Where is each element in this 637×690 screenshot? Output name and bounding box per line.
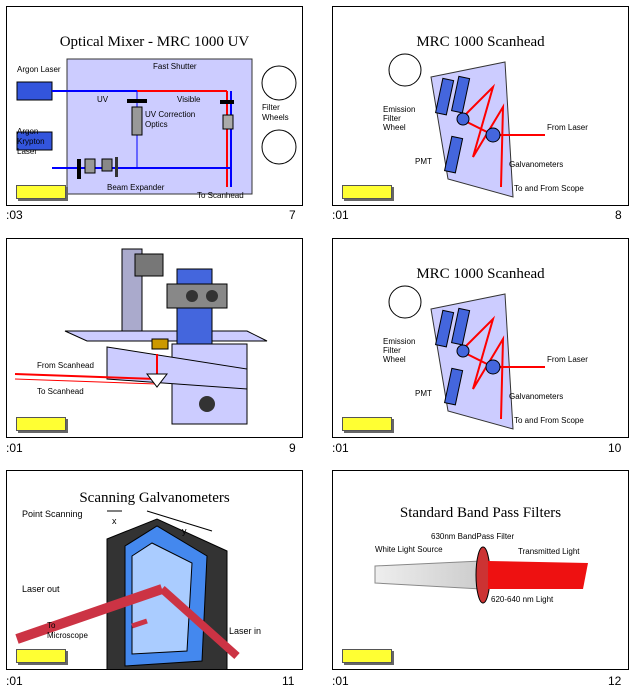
- argon-laser-label: Argon Laser: [17, 65, 61, 74]
- wheel-label: Wheel: [383, 123, 406, 132]
- company-logo: [342, 649, 392, 663]
- company-logo: [16, 185, 66, 199]
- transmitted-light-label: Transmitted Light: [518, 547, 580, 556]
- to-scanhead-label: To Scanhead: [37, 387, 84, 396]
- company-logo: [342, 185, 392, 199]
- slide-left-number: :01: [332, 208, 349, 222]
- optical-mixer-diagram: [16, 58, 297, 195]
- from-laser-label: From Laser: [547, 123, 588, 132]
- bandpass-diagram: [374, 546, 588, 604]
- argon-krypton-label: Argon-: [17, 127, 42, 136]
- slide-page-number: 10: [608, 441, 622, 455]
- company-logo: [16, 417, 66, 431]
- slide-left-number: :01: [6, 674, 23, 688]
- to-from-scope-label: To and From Scope: [514, 184, 584, 193]
- fast-shutter-label: Fast Shutter: [153, 62, 197, 71]
- optics-label: Optics: [145, 120, 168, 129]
- filter-label: Filter: [383, 114, 401, 123]
- wheel-label: Wheel: [383, 355, 406, 364]
- slide-microscope[interactable]: From Scanhead To Scanhead: [6, 238, 303, 438]
- laser-label: Laser: [17, 147, 38, 156]
- krypton-label: Krypton: [17, 137, 45, 146]
- white-light-label: White Light Source: [375, 545, 443, 554]
- scanhead-diagram: [388, 53, 545, 198]
- emission-label: Emission: [383, 105, 416, 114]
- slide-left-number: :01: [332, 674, 349, 688]
- company-logo: [342, 417, 392, 431]
- slide-page-number: 11: [282, 674, 295, 688]
- slide-page-number: 9: [289, 441, 296, 455]
- to-label: To: [47, 621, 56, 630]
- from-scanhead-label: From Scanhead: [37, 361, 94, 370]
- bandpass-filter-label: 630nm BandPass Filter: [431, 532, 515, 541]
- slide-page-number: 12: [608, 674, 622, 688]
- slide-title: Standard Band Pass Filters: [399, 505, 562, 521]
- uv-correction-label: UV Correction: [145, 110, 196, 119]
- visible-label: Visible: [177, 95, 201, 104]
- slide-optical-mixer[interactable]: Optical Mixer - MRC 1000 UV Argon Laser …: [6, 6, 303, 206]
- x-axis-label: x: [112, 516, 117, 526]
- y-axis-label: y: [182, 526, 187, 536]
- galvanometers-label: Galvanometers: [509, 160, 564, 169]
- pmt-label: PMT: [415, 157, 432, 166]
- slide-scanhead-2[interactable]: MRC 1000 Scanhead Emission Filter Wheel …: [332, 238, 629, 438]
- filter-label: Filter: [383, 346, 401, 355]
- microscope-label: Microscope: [47, 631, 88, 640]
- point-scanning-label: Point Scanning: [22, 509, 83, 519]
- slide-left-number: :03: [6, 208, 23, 222]
- to-scanhead-label: To Scanhead: [197, 191, 244, 200]
- emission-label: Emission: [383, 337, 416, 346]
- uv-label: UV: [97, 95, 109, 104]
- wheels-label: Wheels: [262, 113, 289, 122]
- slide-left-number: :01: [6, 441, 23, 455]
- beam-expander-label: Beam Expander: [107, 183, 165, 192]
- slide-title: MRC 1000 Scanhead: [416, 34, 545, 50]
- slide-title: Optical Mixer - MRC 1000 UV: [59, 34, 250, 50]
- to-from-scope-label: To and From Scope: [514, 416, 584, 425]
- scanhead-diagram: [388, 285, 545, 430]
- slide-left-number: :01: [332, 441, 349, 455]
- slide-bandpass-filters[interactable]: Standard Band Pass Filters 630nm BandPas…: [332, 470, 629, 670]
- galvanometer-diagram: [15, 510, 240, 669]
- pmt-label: PMT: [415, 389, 432, 398]
- slide-page-number: 8: [615, 208, 622, 222]
- slide-scanhead[interactable]: MRC 1000 Scanhead Emission Filter Wheel …: [332, 6, 629, 206]
- filter-label: Filter: [262, 103, 280, 112]
- range-label: 620-640 nm Light: [491, 595, 554, 604]
- slide-galvanometers[interactable]: Scanning Galvanometers Point Scanning x …: [6, 470, 303, 670]
- microscope-diagram: [14, 248, 268, 425]
- from-laser-label: From Laser: [547, 355, 588, 364]
- slide-title: Scanning Galvanometers: [79, 490, 230, 506]
- slide-title: MRC 1000 Scanhead: [416, 266, 545, 282]
- company-logo: [16, 649, 66, 663]
- galvanometers-label: Galvanometers: [509, 392, 564, 401]
- slide-page-number: 7: [289, 208, 296, 222]
- laser-in-label: Laser in: [229, 626, 262, 636]
- laser-out-label: Laser out: [22, 584, 60, 594]
